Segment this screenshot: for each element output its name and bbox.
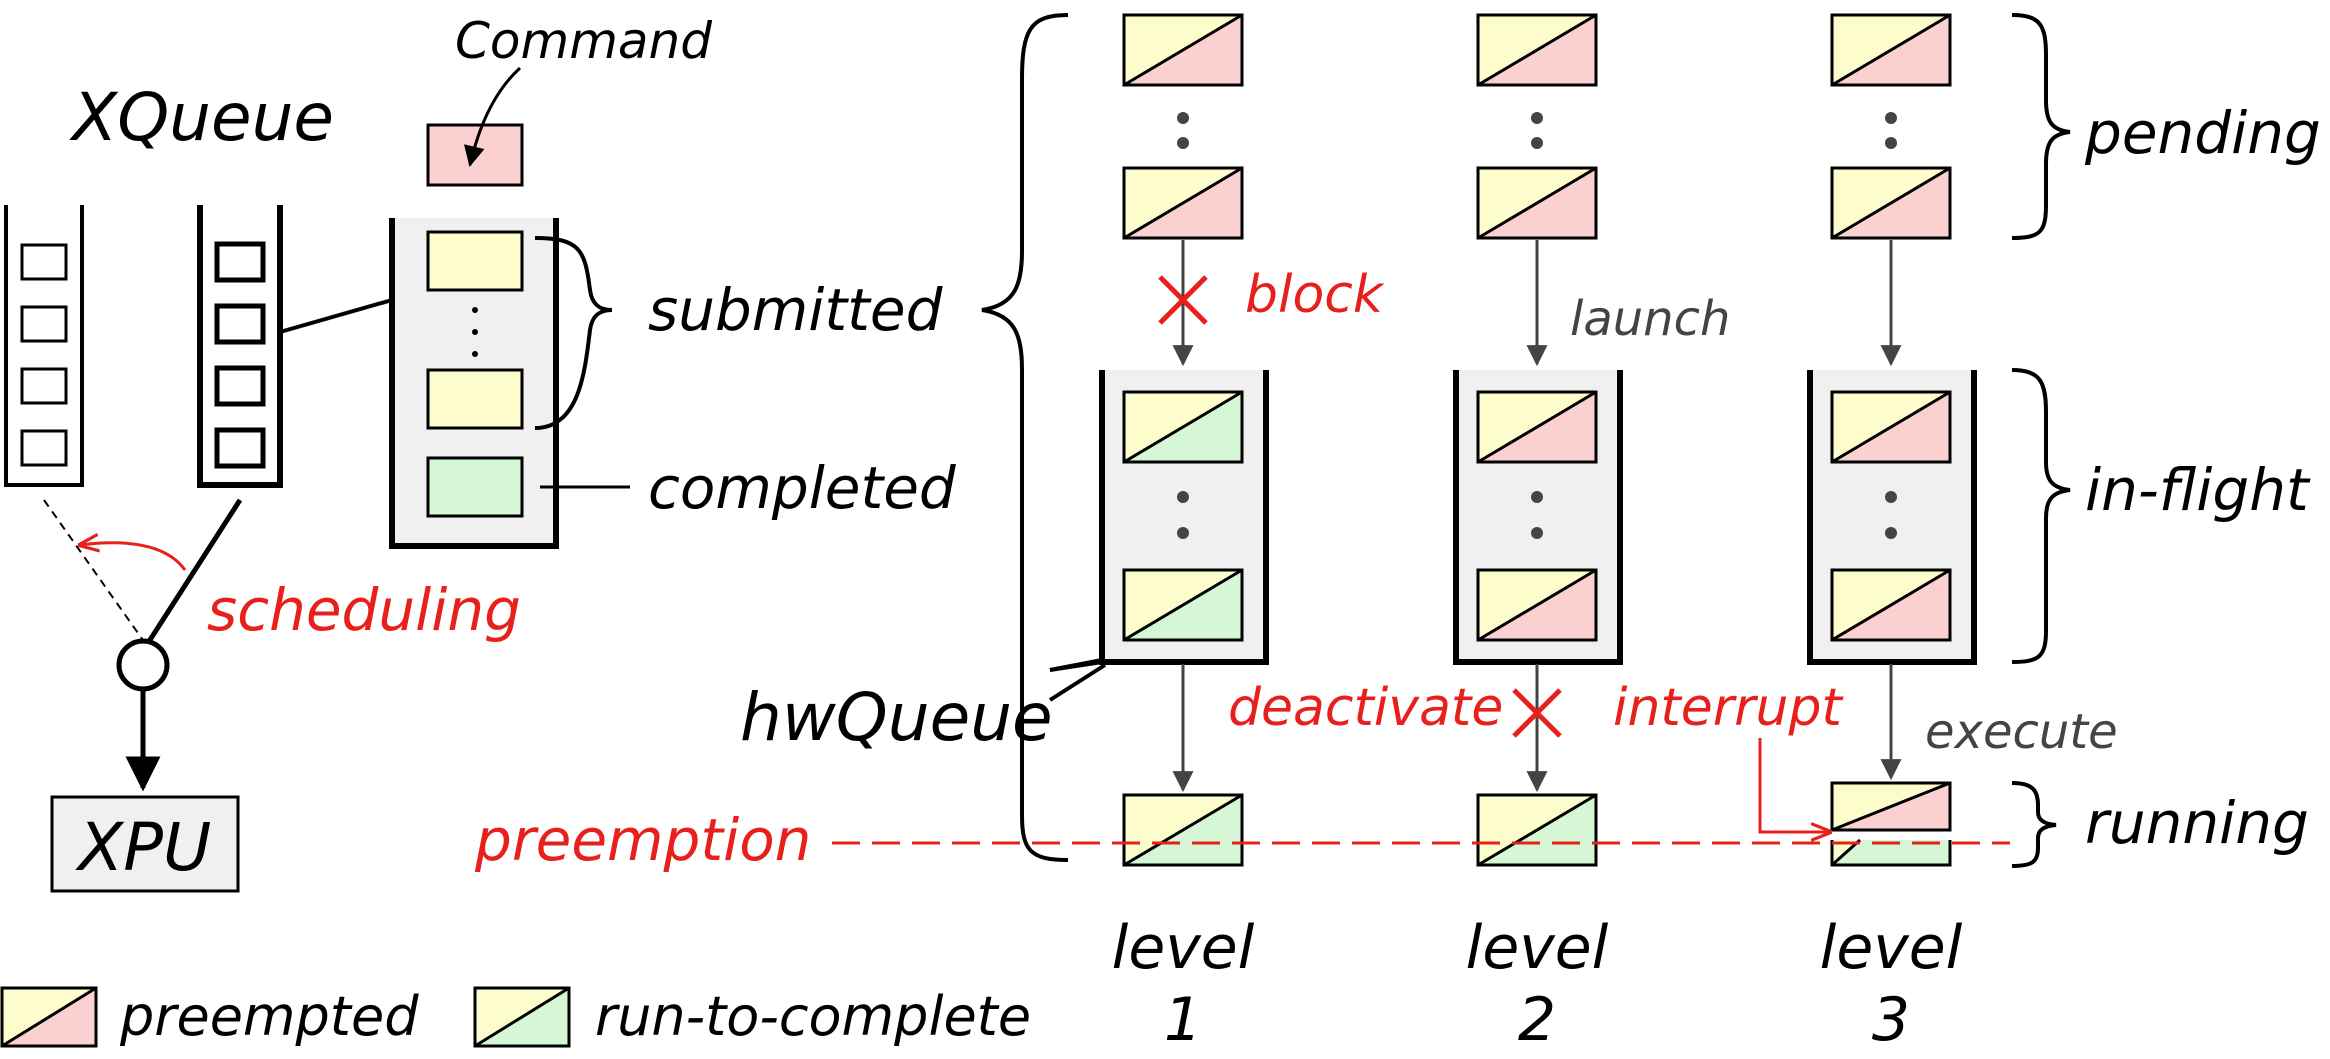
level-2-column bbox=[1453, 13, 1623, 867]
command-box bbox=[426, 123, 524, 187]
legend-preempted-swatch bbox=[0, 986, 98, 1048]
hwqueue-label: hwQueue bbox=[740, 679, 1053, 756]
preemption-label: preemption bbox=[474, 806, 811, 874]
level-3-inflight-top bbox=[1830, 390, 1952, 464]
submitted-command-top bbox=[426, 230, 524, 292]
level-1-word: level bbox=[1112, 913, 1255, 983]
submitted-command-bottom bbox=[426, 368, 524, 430]
level-3-inflight-bottom bbox=[1830, 568, 1952, 642]
pending-brace bbox=[2011, 13, 2071, 240]
xqueue-1-dashed-link bbox=[43, 499, 146, 644]
level-1-running bbox=[1122, 793, 1244, 867]
in-flight-label: in-flight bbox=[2085, 456, 2311, 524]
level-3-pending-top bbox=[1830, 13, 1952, 87]
level-1-inflight-bottom bbox=[1122, 568, 1244, 642]
xpu-label: XPU bbox=[75, 809, 211, 886]
interrupt-arrow bbox=[1758, 738, 1830, 832]
xqueue-expand-connector bbox=[279, 298, 393, 334]
interrupt-label: interrupt bbox=[1613, 678, 1844, 738]
level-3-number: 3 bbox=[1872, 985, 1910, 1055]
level-1-column bbox=[1099, 13, 1269, 867]
legend-run-to-complete-label: run-to-complete bbox=[595, 985, 1031, 1048]
launch-label: launch bbox=[1570, 291, 1730, 347]
hwqueue-leader-line bbox=[1048, 663, 1107, 702]
running-label: running bbox=[2085, 789, 2309, 857]
level-2-number: 2 bbox=[1518, 985, 1556, 1055]
level-2-inflight-top bbox=[1476, 390, 1598, 464]
scheduling-label: scheduling bbox=[207, 576, 521, 644]
level-3-column bbox=[1807, 13, 1977, 867]
level-1-pending-bottom bbox=[1122, 166, 1244, 240]
command-arrow bbox=[464, 66, 522, 168]
command-label: Command bbox=[455, 12, 712, 70]
level-1-inflight-top bbox=[1122, 390, 1244, 464]
submitted-big-brace bbox=[981, 13, 1069, 862]
level-2-pending-bottom bbox=[1476, 166, 1598, 240]
level-2-pending-top bbox=[1476, 13, 1598, 87]
xqueue-title: XQueue bbox=[69, 79, 334, 156]
level-1-number: 1 bbox=[1164, 985, 1202, 1055]
xqueue-2 bbox=[197, 205, 283, 488]
level-1-pending-top bbox=[1122, 13, 1244, 87]
scheduling-arrow bbox=[80, 543, 187, 571]
block-x bbox=[1158, 275, 1208, 325]
legend-preempted-label: preempted bbox=[119, 985, 419, 1048]
level-3-pending-bottom bbox=[1830, 166, 1952, 240]
completed-label: completed bbox=[648, 454, 957, 522]
completed-command bbox=[426, 456, 524, 518]
legend-run-to-complete-swatch bbox=[473, 986, 571, 1048]
running-brace bbox=[2011, 781, 2057, 868]
hwqueue-connector-2 bbox=[1049, 660, 1103, 672]
level-3-word: level bbox=[1820, 913, 1963, 983]
submitted-label: submitted bbox=[648, 276, 944, 344]
level-2-word: level bbox=[1466, 913, 1609, 983]
level-2-running bbox=[1476, 793, 1598, 867]
in-flight-brace bbox=[2011, 368, 2071, 664]
pending-label: pending bbox=[2084, 99, 2321, 167]
level-2-inflight-bottom bbox=[1476, 568, 1598, 642]
block-label: block bbox=[1245, 265, 1385, 325]
execute-label: execute bbox=[1925, 704, 2118, 760]
submitted-dots bbox=[472, 307, 478, 357]
xqueue-1 bbox=[4, 205, 84, 487]
expanded-queue-outline bbox=[389, 218, 559, 549]
xqueue-2-link bbox=[145, 498, 243, 645]
level-3-running bbox=[1830, 781, 1952, 867]
deactivate-label: deactivate bbox=[1228, 678, 1503, 738]
xpu-box bbox=[50, 795, 240, 893]
submitted-brace bbox=[534, 236, 613, 430]
scheduler-node bbox=[116, 638, 170, 692]
deactivate-x bbox=[1512, 688, 1562, 738]
